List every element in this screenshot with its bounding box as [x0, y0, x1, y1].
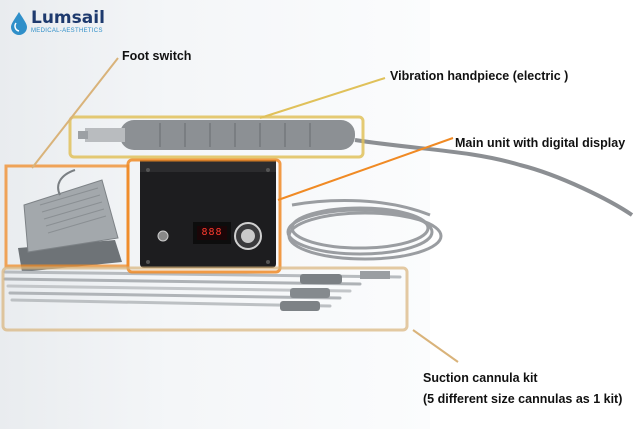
droplet-icon [11, 11, 27, 35]
foot-switch-leader-line [31, 57, 119, 169]
main-unit-device [140, 160, 276, 268]
main-unit-leader-line [277, 137, 454, 201]
foot-switch-device [18, 169, 122, 272]
digital-display-readout: 888 [197, 226, 227, 240]
handpiece-label: Vibration handpiece (electric ) [390, 69, 569, 83]
white-margin [430, 0, 642, 429]
foot-switch-label: Foot switch [122, 49, 192, 63]
main-unit-callout-box [126, 158, 282, 274]
cannula-leader-line [412, 329, 459, 363]
handpiece-leader-line [259, 77, 386, 119]
handpiece-cable [354, 138, 634, 217]
cannula-kit-note: (5 different size cannulas as 1 kit) [423, 392, 623, 406]
cannula-set [3, 270, 402, 311]
coiled-cable [286, 199, 443, 261]
brand-logo: Lumsail MEDICAL-AESTHETICS [10, 10, 105, 35]
handpiece-callout-box [68, 115, 365, 159]
main-unit-label: Main unit with digital display [455, 136, 626, 150]
brand-tagline: MEDICAL-AESTHETICS [31, 28, 103, 34]
brand-name: Lumsail [31, 8, 105, 28]
vibration-handpiece-device [78, 120, 355, 150]
cannula-callout-box [1, 266, 409, 332]
cannula-kit-label: Suction cannula kit [423, 371, 538, 385]
